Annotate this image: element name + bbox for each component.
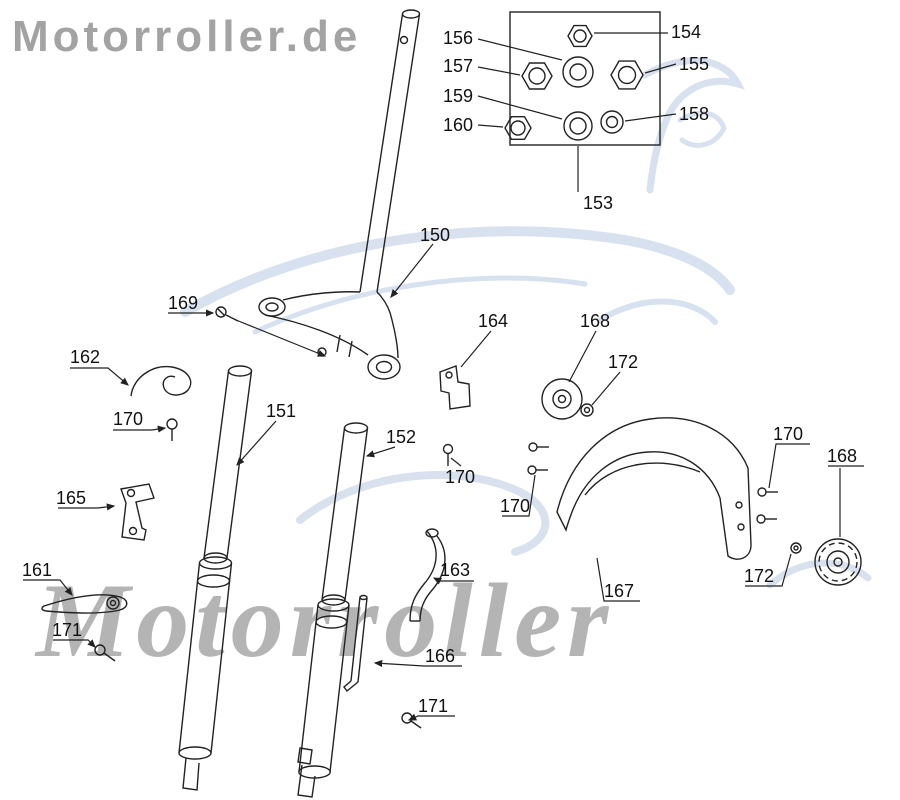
part-label-172-b: 172 (744, 566, 775, 586)
part-label-170-b: 170 (445, 467, 476, 487)
curved-rod-163-drawing (409, 528, 446, 622)
part-label-168-b: 168 (827, 446, 858, 466)
bracket-164-drawing (439, 365, 471, 410)
part-label-158: 158 (679, 104, 710, 124)
part-label-154: 154 (671, 22, 702, 42)
part-label-169: 169 (168, 293, 199, 313)
bolt-172-right-drawing (790, 542, 802, 554)
screw-170-fender-left-icons (527, 442, 549, 475)
screw-170-fork-icon (442, 443, 454, 466)
part-label-160: 160 (443, 115, 474, 135)
triple-clamp-drawing (258, 291, 401, 380)
nut-172-center-drawing (580, 403, 594, 417)
watermark-top-left: Motorroller.de (12, 12, 362, 61)
fork-leg-right-drawing (297, 422, 369, 798)
screw-171-left-icon (94, 644, 116, 662)
lever-arm-161-drawing (41, 594, 128, 614)
bracket-165-drawing (120, 483, 155, 541)
screw-170-fender-right-icons (756, 487, 778, 524)
steering-column-drawing (359, 9, 421, 293)
part-label-162: 162 (70, 347, 101, 367)
part-label-159: 159 (443, 86, 474, 106)
fork-leg-left-drawing (178, 365, 253, 791)
part-label-171-a: 171 (52, 620, 83, 640)
strip-166-drawing (343, 594, 368, 693)
part-label-151: 151 (266, 401, 297, 421)
part-label-152: 152 (386, 427, 417, 447)
part-label-153: 153 (583, 193, 614, 213)
part-label-150: 150 (420, 225, 451, 245)
part-label-164: 164 (478, 311, 509, 331)
part-label-172-a: 172 (608, 352, 639, 372)
part-label-161: 161 (22, 560, 53, 580)
front-fender-drawing (556, 417, 752, 560)
part-label-170-c: 170 (500, 496, 531, 516)
seal-disc-168-center-drawing (541, 378, 583, 420)
part-label-156: 156 (443, 28, 474, 48)
part-label-171-b: 171 (418, 696, 449, 716)
part-label-155: 155 (679, 54, 710, 74)
part-label-168-a: 168 (580, 311, 611, 331)
part-label-165: 165 (56, 488, 87, 508)
screw-170-left-icon (166, 418, 178, 441)
part-label-166: 166 (425, 646, 456, 666)
hook-spring-162-drawing (130, 365, 192, 397)
part-label-170-a: 170 (113, 409, 144, 429)
bearing-set-box-drawing (504, 11, 661, 146)
part-label-170-d: 170 (773, 424, 804, 444)
part-label-157: 157 (443, 56, 474, 76)
leader-lines (23, 32, 864, 721)
screw-169-icon (215, 306, 239, 322)
part-label-163: 163 (440, 560, 471, 580)
watermark-bottom: Motorroller (36, 562, 615, 679)
part-label-167: 167 (604, 581, 635, 601)
gear-disc-168-right-drawing (814, 538, 862, 586)
